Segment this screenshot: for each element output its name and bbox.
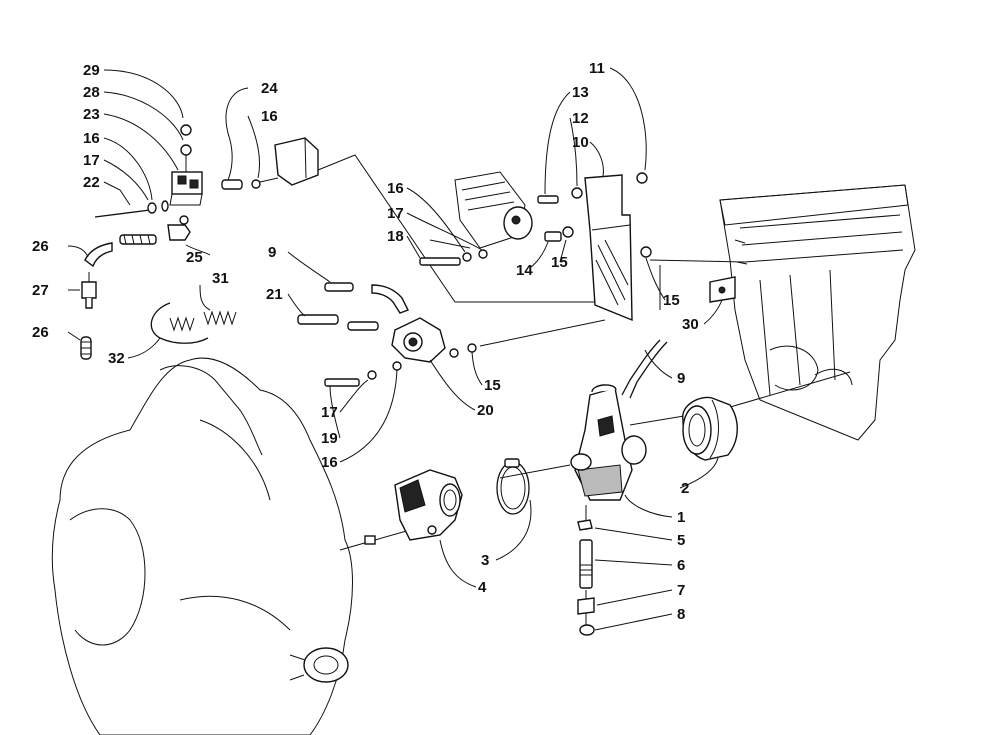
callout-6: 6 xyxy=(677,557,685,574)
callout-21: 21 xyxy=(266,286,283,303)
callout-16: 16 xyxy=(261,108,278,125)
mounting-bracket xyxy=(419,172,652,322)
callout-9: 9 xyxy=(677,370,685,387)
callout-32: 32 xyxy=(108,350,125,367)
callout-15: 15 xyxy=(551,254,568,271)
callout-30: 30 xyxy=(682,316,699,333)
callout-26: 26 xyxy=(32,238,49,255)
carburetor xyxy=(570,339,668,501)
leader-lines xyxy=(67,67,723,631)
choke-bracket-cluster xyxy=(80,124,319,360)
callout-26: 26 xyxy=(32,324,49,341)
callout-labels: 29 28 23 16 17 22 24 16 26 25 27 31 26 3… xyxy=(32,60,699,623)
callout-22: 22 xyxy=(83,174,100,191)
callout-16: 16 xyxy=(321,454,338,471)
callout-19: 19 xyxy=(321,430,338,447)
callout-9: 9 xyxy=(268,244,276,261)
callout-11: 11 xyxy=(589,60,605,77)
callout-14: 14 xyxy=(516,262,533,279)
callout-31: 31 xyxy=(212,270,229,287)
callout-3: 3 xyxy=(481,552,489,569)
callout-5: 5 xyxy=(677,532,685,549)
callout-27: 27 xyxy=(32,282,49,299)
callout-18: 18 xyxy=(387,228,404,245)
intake-flange xyxy=(394,469,463,541)
clamp xyxy=(496,458,530,515)
callout-7: 7 xyxy=(677,582,685,599)
callout-15: 15 xyxy=(484,377,501,394)
callout-12: 12 xyxy=(572,110,589,127)
fuel-pump-assembly xyxy=(297,171,533,387)
callout-23: 23 xyxy=(83,106,100,123)
callout-16: 16 xyxy=(387,180,404,197)
callout-2: 2 xyxy=(681,480,689,497)
jet-assembly xyxy=(577,519,595,636)
callout-20: 20 xyxy=(477,402,494,419)
callout-1: 1 xyxy=(677,509,685,526)
springs-clip xyxy=(150,302,237,344)
engine-block xyxy=(51,357,376,735)
callout-17: 17 xyxy=(387,205,404,222)
callout-25: 25 xyxy=(186,249,203,266)
intake-boot-upper xyxy=(682,396,738,461)
callout-10: 10 xyxy=(572,134,589,151)
callout-17: 17 xyxy=(321,404,338,421)
callout-28: 28 xyxy=(83,84,100,101)
callout-8: 8 xyxy=(677,606,685,623)
callout-15: 15 xyxy=(663,292,680,309)
callout-29: 29 xyxy=(83,62,100,79)
callout-13: 13 xyxy=(572,84,589,101)
callout-24: 24 xyxy=(261,80,278,97)
switch-plate xyxy=(709,276,736,303)
callout-17: 17 xyxy=(83,152,100,169)
callout-16: 16 xyxy=(83,130,100,147)
callout-4: 4 xyxy=(478,579,487,596)
assembly-lines xyxy=(317,154,851,625)
air-box-housing xyxy=(719,184,916,441)
